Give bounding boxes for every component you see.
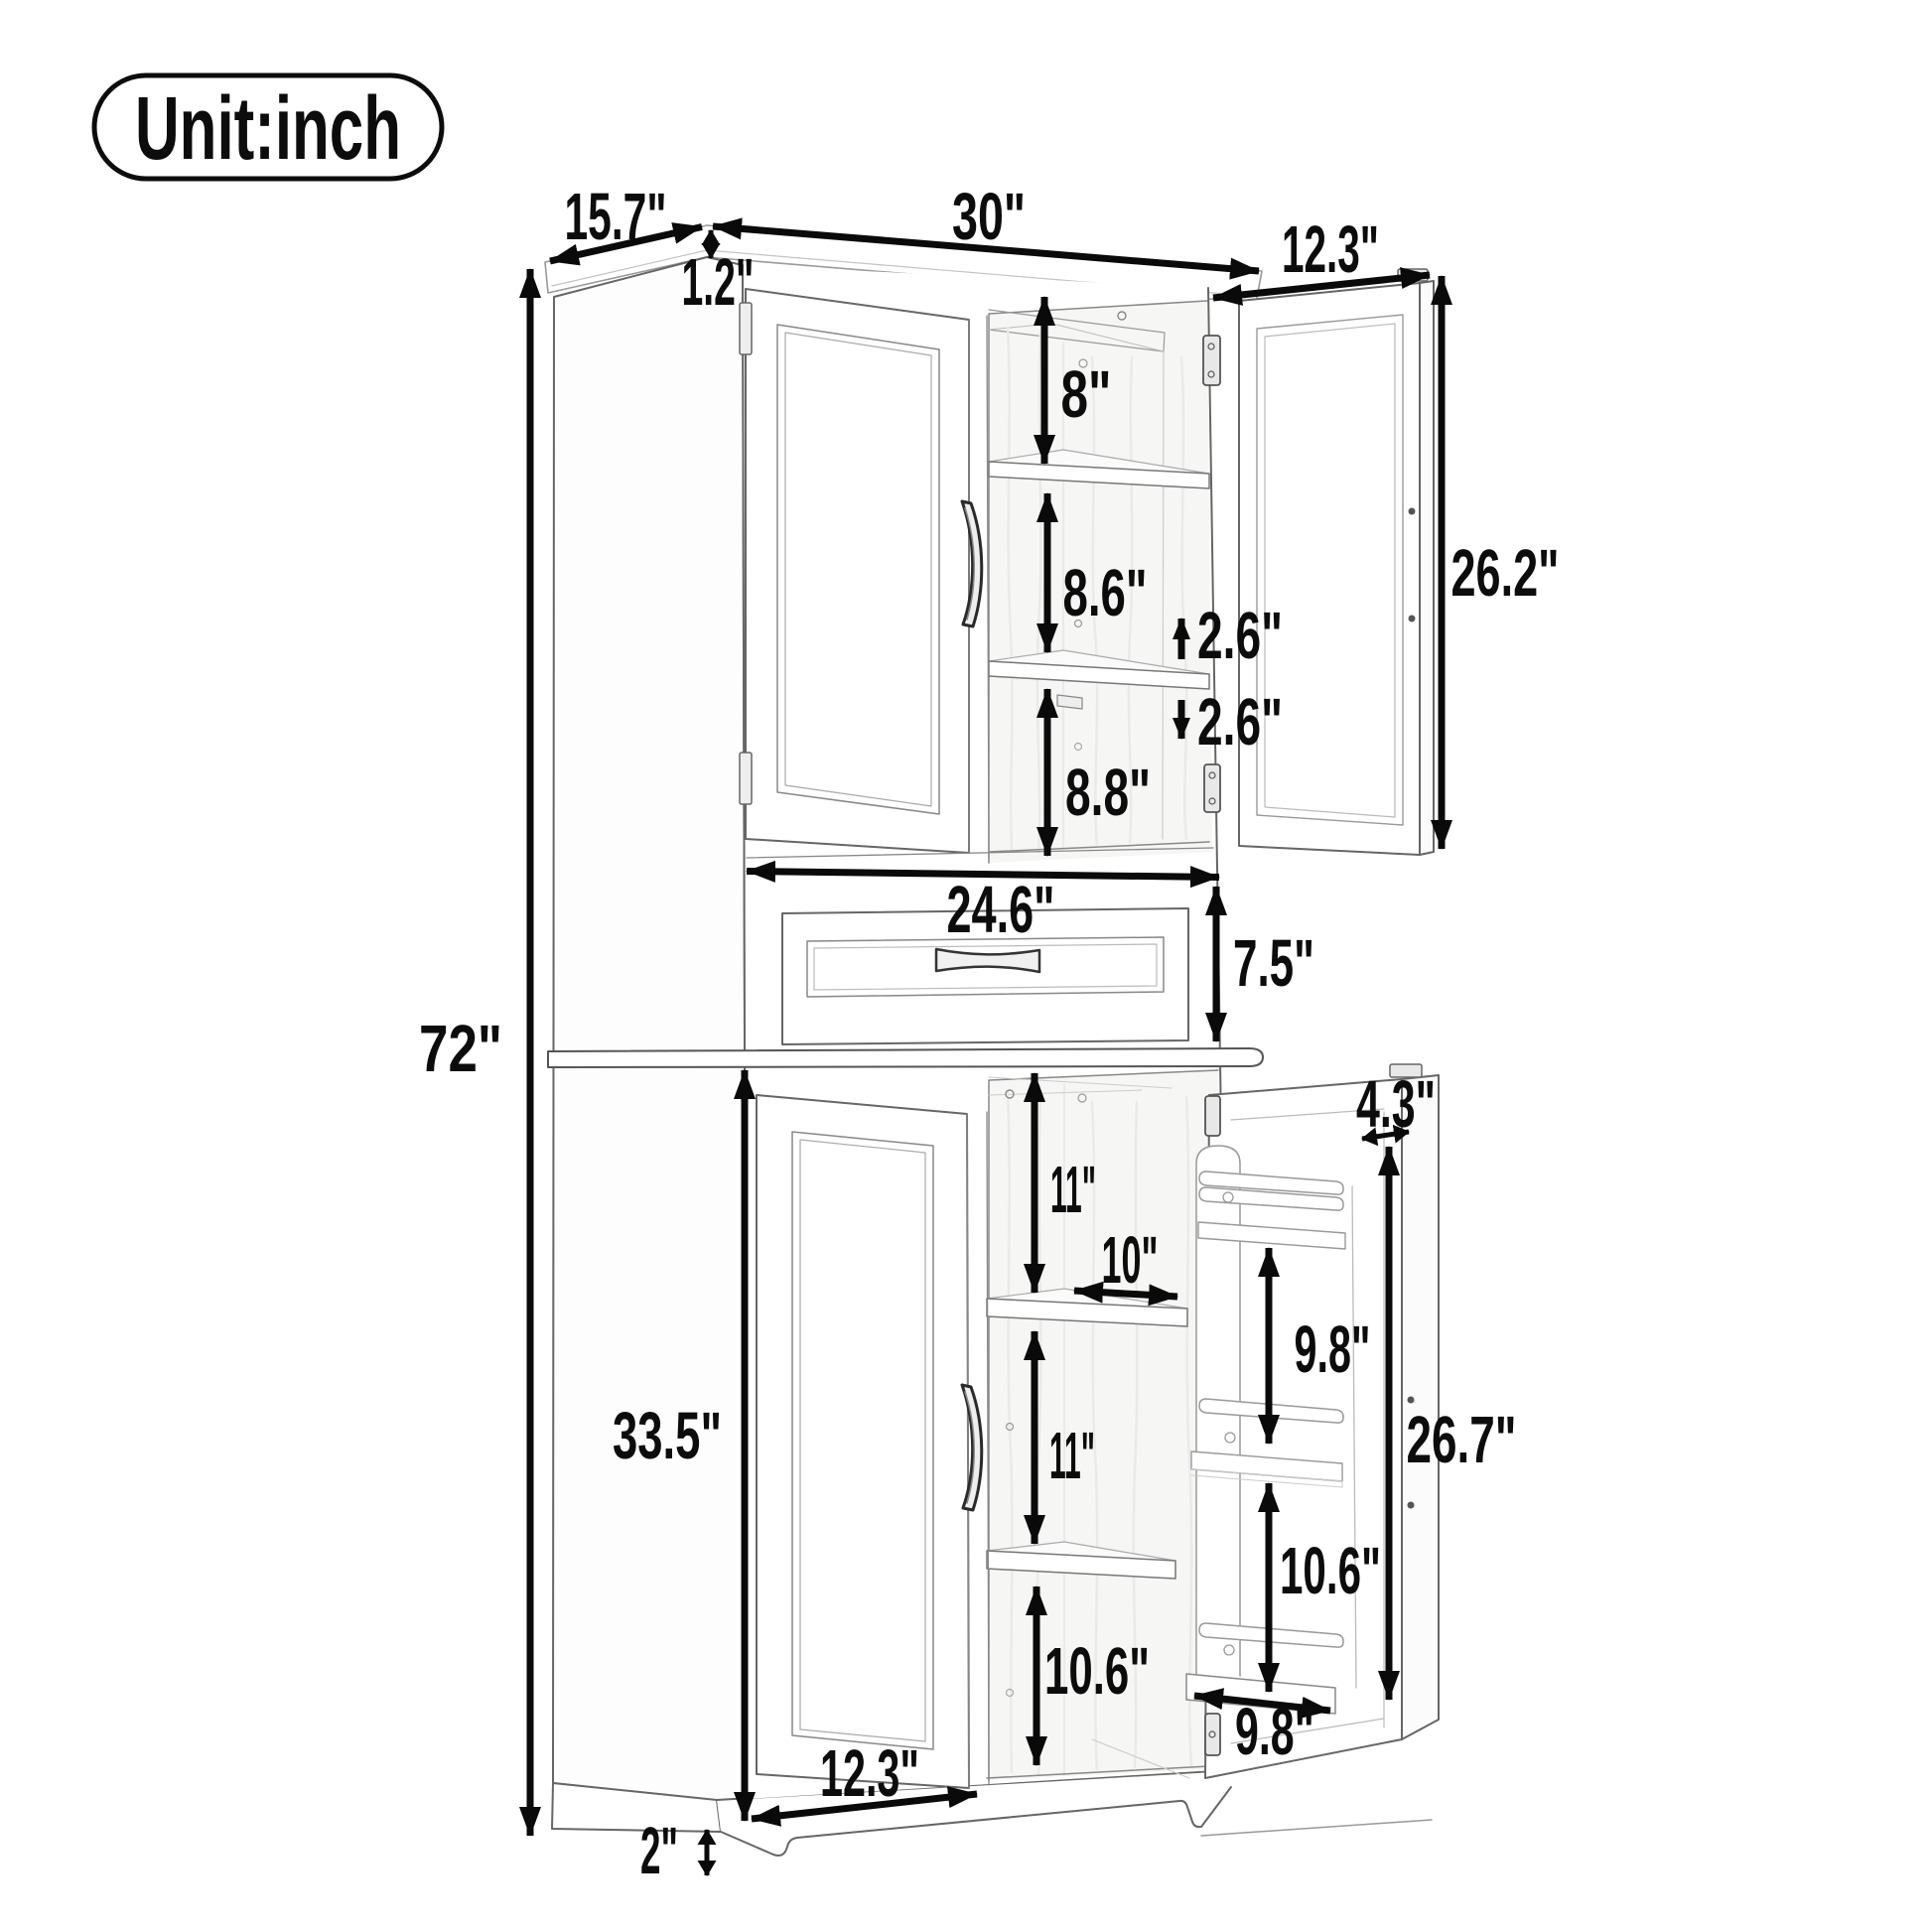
svg-text:33.5": 33.5" (613, 1399, 722, 1473)
svg-text:2.6": 2.6" (1197, 685, 1283, 759)
svg-text:2": 2" (640, 1814, 678, 1888)
svg-text:9.8": 9.8" (1235, 1695, 1314, 1769)
svg-text:8.6": 8.6" (1063, 556, 1148, 630)
svg-text:10.6": 10.6" (1280, 1534, 1381, 1608)
svg-text:24.6": 24.6" (947, 873, 1055, 947)
svg-text:10": 10" (1102, 1223, 1159, 1298)
svg-text:2.6": 2.6" (1197, 599, 1283, 673)
svg-text:1.2": 1.2" (682, 245, 755, 320)
svg-text:7.5": 7.5" (1233, 926, 1314, 1001)
svg-text:12.3": 12.3" (1282, 212, 1379, 287)
svg-text:8": 8" (1061, 357, 1112, 432)
svg-text:4.3": 4.3" (1356, 1067, 1436, 1142)
svg-text:11": 11" (1050, 1153, 1096, 1227)
svg-text:12.3": 12.3" (820, 1736, 919, 1811)
svg-text:Unit:inch: Unit:inch (135, 79, 401, 179)
svg-text:15.7": 15.7" (565, 180, 667, 254)
svg-text:9.8": 9.8" (1295, 1312, 1371, 1387)
svg-text:11": 11" (1049, 1419, 1095, 1493)
svg-text:26.2": 26.2" (1451, 536, 1560, 611)
svg-text:8.8": 8.8" (1065, 756, 1151, 830)
svg-text:26.7": 26.7" (1407, 1403, 1517, 1477)
svg-text:72": 72" (419, 1012, 502, 1086)
svg-text:10.6": 10.6" (1044, 1634, 1150, 1709)
svg-text:30": 30" (952, 180, 1026, 254)
